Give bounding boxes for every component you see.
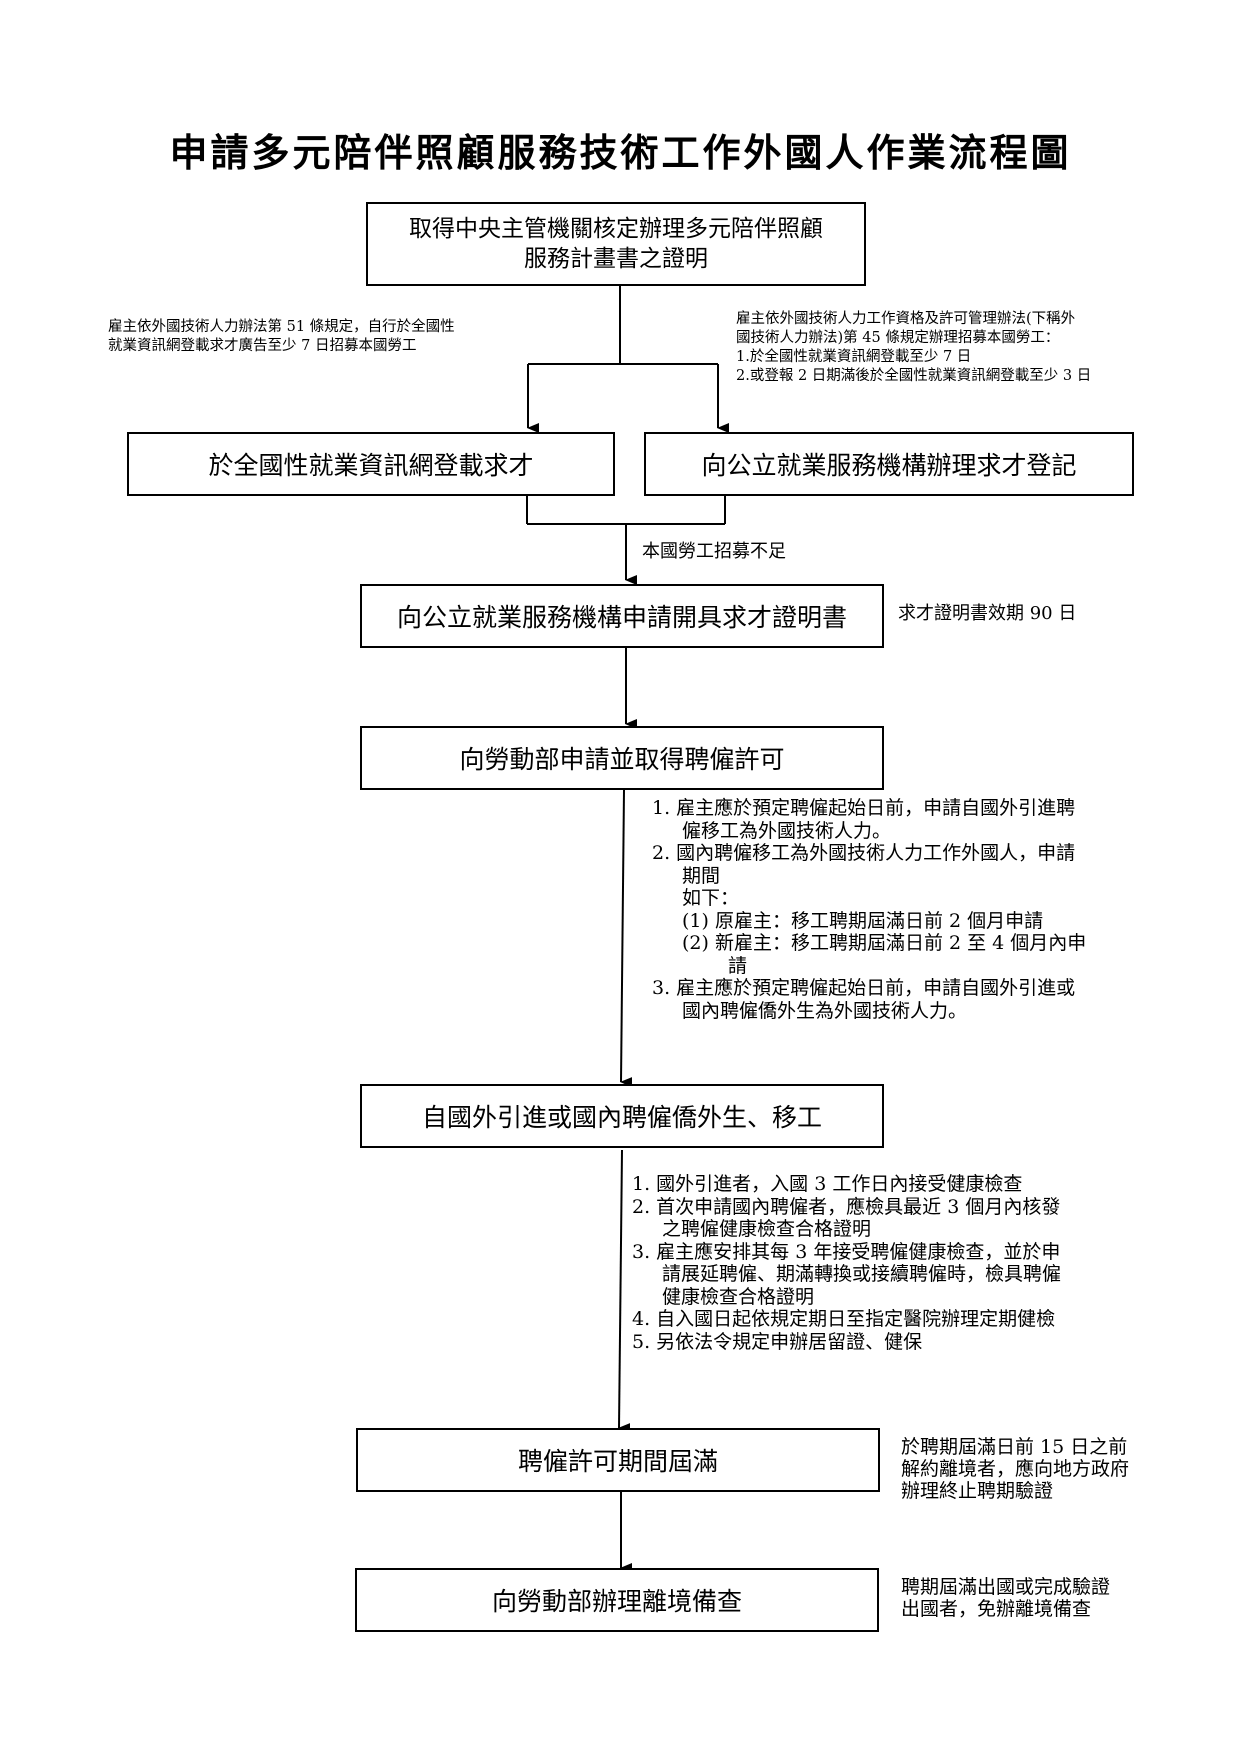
arrow-to-step6 bbox=[618, 1149, 631, 1434]
page-title: 申請多元陪伴照顧服務技術工作外國人作業流程圖 bbox=[169, 131, 1072, 175]
step-departure-filing-label: 向勞動部辦理離境備查 bbox=[491, 1587, 742, 1616]
list-item: 之聘僱健康檢查合格證明 bbox=[662, 1218, 872, 1240]
step-permit-expiry-label: 聘僱許可期間屆滿 bbox=[517, 1447, 718, 1476]
list-item: 請展延聘僱、期滿轉換或接續聘僱時，檢具聘僱 bbox=[662, 1263, 1062, 1285]
list-item: 期間 bbox=[682, 864, 721, 887]
note-early-termination-line3: 辦理終止聘期驗證 bbox=[901, 1480, 1054, 1502]
step-recruitment-certificate-label: 向公立就業服務機構申請開具求才證明書 bbox=[396, 603, 847, 632]
list-item: 3. 雇主應安排其每 3 年接受聘僱健康檢查，並於申 bbox=[632, 1240, 1061, 1263]
note-departure-exemption-line1: 聘期屆滿出國或完成驗證 bbox=[901, 1576, 1111, 1598]
permit-application-list: 1. 雇主應於預定聘僱起始日前，申請自國外引進聘 僱移工為外國技術人力。 2. … bbox=[652, 797, 1212, 1022]
note-recruitment-rules-line4: 2.或登報 2 日期滿後於全國性就業資訊網登載至少 3 日 bbox=[736, 368, 1092, 384]
list-item: 1. 雇主應於預定聘僱起始日前，申請自國外引進聘 bbox=[652, 797, 1076, 819]
step-departure-filing-box: 向勞動部辦理離境備查 bbox=[355, 1568, 879, 1632]
health-check-list: 1. 國外引進者，入國 3 工作日內接受健康檢查 2. 首次申請國內聘僱者，應檢… bbox=[632, 1173, 1222, 1353]
list-item: 3. 雇主應於預定聘僱起始日前，申請自國外引進或 bbox=[652, 977, 1076, 999]
list-item: 如下： bbox=[682, 887, 740, 909]
step-public-service-registration-box: 向公立就業服務機構辦理求才登記 bbox=[644, 432, 1134, 496]
list-item: 1. 國外引進者，入國 3 工作日內接受健康檢查 bbox=[632, 1173, 1023, 1195]
list-item: 請 bbox=[728, 954, 748, 977]
step-hire-workers-label: 自國外引進或國內聘僱僑外生、移工 bbox=[421, 1103, 822, 1132]
step-online-job-posting-label: 於全國性就業資訊網登載求才 bbox=[208, 451, 534, 480]
note-self-recruitment: 雇主依外國技術人力辦法第 51 條規定，自行於全國性 就業資訊網登載求才廣告至少… bbox=[108, 318, 528, 356]
step-recruitment-certificate-box: 向公立就業服務機構申請開具求才證明書 bbox=[360, 584, 884, 648]
list-item: 健康檢查合格證明 bbox=[662, 1285, 815, 1308]
step-obtain-approval-box: 取得中央主管機關核定辦理多元陪伴照顧 服務計畫書之證明 bbox=[366, 202, 866, 286]
list-item: 5. 另依法令規定申辦居留證、健保 bbox=[632, 1330, 923, 1353]
note-certificate-validity: 求才證明書效期 90 日 bbox=[898, 603, 1077, 624]
step-employment-permit-box: 向勞動部申請並取得聘僱許可 bbox=[360, 726, 884, 790]
note-early-termination-line2: 解約離境者，應向地方政府 bbox=[901, 1458, 1130, 1480]
note-recruitment-rules-line1: 雇主依外國技術人力工作資格及許可管理辦法(下稱外 bbox=[736, 311, 1076, 327]
list-item: 2. 國內聘僱移工為外國技術人力工作外國人，申請 bbox=[652, 842, 1076, 864]
list-item: 4. 自入國日起依規定期日至指定醫院辦理定期健檢 bbox=[632, 1308, 1056, 1330]
note-recruitment-shortage: 本國勞工招募不足 bbox=[642, 541, 786, 562]
note-recruitment-rules-line2: 國技術人力辦法)第 45 條規定辦理招募本國勞工： bbox=[736, 330, 1060, 346]
list-item: (2) 新雇主：移工聘期屆滿日前 2 至 4 個月內申 bbox=[682, 932, 1087, 954]
step-hire-workers-box: 自國外引進或國內聘僱僑外生、移工 bbox=[360, 1084, 884, 1148]
note-self-recruitment-line2: 就業資訊網登載求才廣告至少 7 日招募本國勞工 bbox=[108, 338, 417, 354]
step-obtain-approval-line2: 服務計畫書之證明 bbox=[524, 246, 708, 272]
list-item: (1) 原雇主：移工聘期屆滿日前 2 個月申請 bbox=[682, 909, 1044, 932]
note-recruitment-rules-line3: 1.於全國性就業資訊網登載至少 7 日 bbox=[736, 349, 972, 365]
note-self-recruitment-line1: 雇主依外國技術人力辦法第 51 條規定，自行於全國性 bbox=[108, 319, 455, 335]
list-item: 僱移工為外國技術人力。 bbox=[682, 819, 892, 842]
note-early-termination: 於聘期屆滿日前 15 日之前 解約離境者，應向地方政府 辦理終止聘期驗證 bbox=[901, 1436, 1201, 1502]
arrow-to-step5 bbox=[620, 789, 633, 1088]
step-permit-expiry-box: 聘僱許可期間屆滿 bbox=[356, 1428, 880, 1492]
note-departure-exemption: 聘期屆滿出國或完成驗證 出國者，免辦離境備查 bbox=[901, 1576, 1201, 1620]
step-obtain-approval-line1: 取得中央主管機關核定辦理多元陪伴照顧 bbox=[409, 216, 823, 242]
note-early-termination-line1: 於聘期屆滿日前 15 日之前 bbox=[901, 1436, 1128, 1458]
list-item: 國內聘僱僑外生為外國技術人力。 bbox=[682, 999, 968, 1022]
step-employment-permit-label: 向勞動部申請並取得聘僱許可 bbox=[459, 745, 785, 774]
step-public-service-registration-label: 向公立就業服務機構辦理求才登記 bbox=[701, 451, 1077, 480]
note-departure-exemption-line2: 出國者，免辦離境備查 bbox=[901, 1598, 1092, 1620]
list-item: 2. 首次申請國內聘僱者，應檢具最近 3 個月內核發 bbox=[632, 1195, 1061, 1218]
step-online-job-posting-box: 於全國性就業資訊網登載求才 bbox=[127, 432, 615, 496]
note-recruitment-rules: 雇主依外國技術人力工作資格及許可管理辦法(下稱外 國技術人力辦法)第 45 條規… bbox=[736, 310, 1206, 386]
